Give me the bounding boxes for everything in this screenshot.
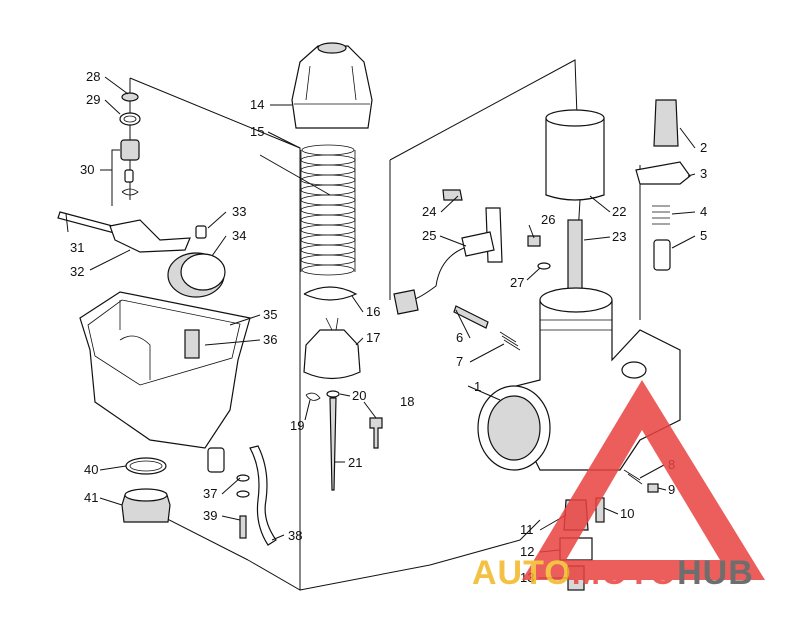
callout-33: 33 (232, 204, 246, 219)
callout-29: 29 (86, 92, 100, 107)
callout-17: 17 (366, 330, 380, 345)
callout-35: 35 (263, 307, 277, 322)
callout-31: 31 (70, 240, 84, 255)
part-39-screw (239, 515, 247, 539)
part-16-plate (303, 286, 358, 301)
callout-10: 10 (620, 506, 634, 521)
callout-7: 7 (456, 354, 463, 369)
part-15-spring (300, 144, 356, 276)
callout-41: 41 (84, 490, 98, 505)
part-8-spring (623, 469, 643, 485)
part-17-holder (303, 329, 361, 380)
callout-11: 11 (520, 522, 534, 537)
watermark-text: AUTOMOTOHUB (472, 554, 754, 592)
part-36-tube (184, 329, 200, 359)
part-9-screw (647, 483, 659, 493)
carburetor-body-group (393, 99, 691, 591)
part-2-fitting (653, 99, 679, 147)
callout-4: 4 (700, 204, 707, 219)
part-21-needle (329, 397, 337, 491)
callout-36: 36 (263, 332, 277, 347)
part-14-cap (291, 45, 373, 129)
callout-30: 30 (80, 162, 94, 177)
callout-19: 19 (290, 418, 304, 433)
callout-2: 2 (700, 140, 707, 155)
callout-26: 26 (541, 212, 555, 227)
part-33-pin (195, 225, 207, 239)
float-bowl (79, 291, 251, 449)
callout-9: 9 (668, 482, 675, 497)
part-26-screw (527, 235, 541, 247)
callout-34: 34 (232, 228, 246, 243)
part-18-screw (369, 417, 383, 449)
callout-38: 38 (288, 528, 302, 543)
slide-group (291, 42, 383, 491)
callout-6: 6 (456, 330, 463, 345)
part-5-plunger (653, 239, 671, 271)
part-23-rod (567, 219, 583, 291)
callout-22: 22 (612, 204, 626, 219)
part-24-screw (442, 189, 463, 201)
callout-32: 32 (70, 264, 84, 279)
callout-37: 37 (203, 486, 217, 501)
callout-39: 39 (203, 508, 217, 523)
callout-21: 21 (348, 455, 362, 470)
watermark-triangle-logo (522, 380, 765, 580)
part-30-needle-valve (120, 139, 140, 161)
callout-3: 3 (700, 166, 707, 181)
part-4-spring (652, 205, 670, 225)
callout-25: 25 (422, 228, 436, 243)
callout-16: 16 (366, 304, 380, 319)
part-27-washer (537, 262, 551, 270)
callout-20: 20 (352, 388, 366, 403)
callout-labels: 1 2 3 4 5 6 7 8 9 10 11 12 13 14 15 16 1… (70, 69, 707, 585)
callout-28: 28 (86, 69, 100, 84)
part-29-ring (119, 112, 141, 126)
part-20-washer (326, 390, 340, 398)
part-32-float-arm (109, 219, 191, 253)
part-3-gasket (635, 161, 691, 185)
callout-27: 27 (510, 275, 524, 290)
callout-15: 15 (250, 124, 264, 139)
callout-5: 5 (700, 228, 707, 243)
automotohub-watermark: AUTOMOTOHUB (472, 380, 765, 592)
callout-14: 14 (250, 97, 264, 112)
float-bowl-group (57, 92, 277, 546)
callout-40: 40 (84, 462, 98, 477)
callout-18: 18 (400, 394, 414, 409)
callout-24: 24 (422, 204, 436, 219)
part-40-o-ring (125, 457, 167, 475)
callout-1: 1 (474, 379, 481, 394)
part-6-screw (453, 305, 489, 329)
part-19-clip (305, 392, 321, 401)
part-37-clamp (236, 474, 250, 482)
callout-leaders (65, 76, 696, 579)
callout-23: 23 (612, 229, 626, 244)
callout-12: 12 (520, 544, 534, 559)
part-28-washer (121, 92, 139, 102)
part-7-spring (499, 331, 521, 351)
part-38-hose (249, 445, 277, 546)
